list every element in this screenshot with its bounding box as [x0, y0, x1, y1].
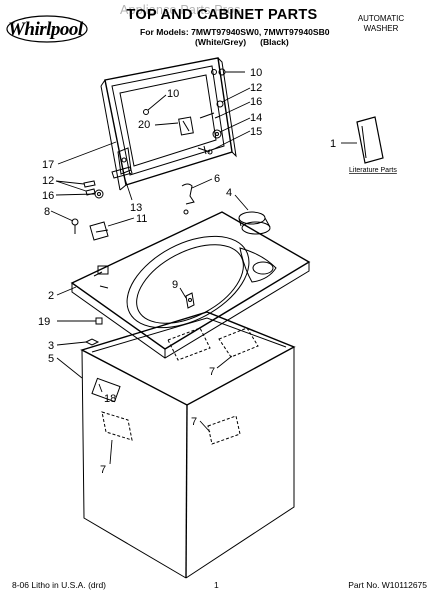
- model-variants: (White/Grey) (Black): [195, 37, 289, 47]
- footer-litho: 8-06 Litho in U.S.A. (drd): [12, 580, 107, 590]
- small-parts: [84, 292, 195, 346]
- leader-lines: [50, 71, 357, 465]
- lid-hinges: [111, 69, 217, 179]
- brand-name: Whirlpool: [8, 19, 83, 40]
- hinge-hardware-right: [197, 68, 226, 155]
- callout-9: 9: [172, 279, 178, 291]
- cabinet-dashed-panels: [101, 327, 259, 445]
- footer-page-number: 1: [214, 580, 219, 590]
- callout-14: 14: [250, 112, 262, 124]
- callout-18: 18: [104, 393, 116, 405]
- callout-1: 1: [330, 138, 336, 150]
- brand-logo: [6, 15, 88, 43]
- callout-15: 15: [250, 126, 262, 138]
- models-line: For Models: 7MWT97940SW0, 7MWT97940SB0: [140, 27, 330, 37]
- callout-10a: 10: [250, 67, 262, 79]
- callout-7b: 7: [191, 416, 197, 428]
- left-fasteners: [71, 180, 109, 241]
- callout-12a: 12: [250, 82, 262, 94]
- product-type-line1: AUTOMATIC: [357, 14, 405, 23]
- callout-13: 13: [130, 202, 142, 214]
- callout-20: 20: [138, 119, 150, 131]
- lid-switch-bracket: [181, 183, 195, 215]
- callout-8: 8: [44, 206, 50, 218]
- callout-7a: 7: [209, 366, 215, 378]
- literature-parts: [356, 116, 384, 164]
- callout-2: 2: [48, 290, 54, 302]
- callout-17: 17: [42, 159, 54, 171]
- top-panel: [70, 211, 311, 359]
- callout-12b: 12: [42, 175, 54, 187]
- cabinet: [80, 311, 296, 579]
- callout-4: 4: [226, 187, 232, 199]
- callout-11: 11: [136, 213, 147, 225]
- callout-6: 6: [214, 173, 220, 185]
- lid-assembly: [100, 57, 237, 191]
- callout-19: 19: [38, 316, 50, 328]
- product-type-line2: WASHER: [363, 23, 399, 33]
- variant-white: (White/Grey): [195, 37, 247, 47]
- callout-16a: 16: [250, 96, 262, 108]
- variant-black: (Black): [260, 37, 289, 47]
- callout-10b: 10: [167, 88, 179, 100]
- callout-16b: 16: [42, 190, 54, 202]
- footer-part-number: Part No. W10112675: [348, 580, 427, 590]
- product-type: AUTOMATIC WASHER: [341, 14, 421, 33]
- callout-labels: 10 10 12 16 20 14 15 1 Literature Parts …: [38, 67, 397, 476]
- callout-7c: 7: [100, 464, 106, 476]
- callout-3: 3: [48, 340, 54, 352]
- watermark: Appliance Parts Pros: [120, 3, 241, 17]
- callout-5: 5: [48, 353, 54, 365]
- page-title: TOP AND CABINET PARTS: [126, 7, 318, 23]
- literature-parts-label: Literature Parts: [349, 167, 397, 174]
